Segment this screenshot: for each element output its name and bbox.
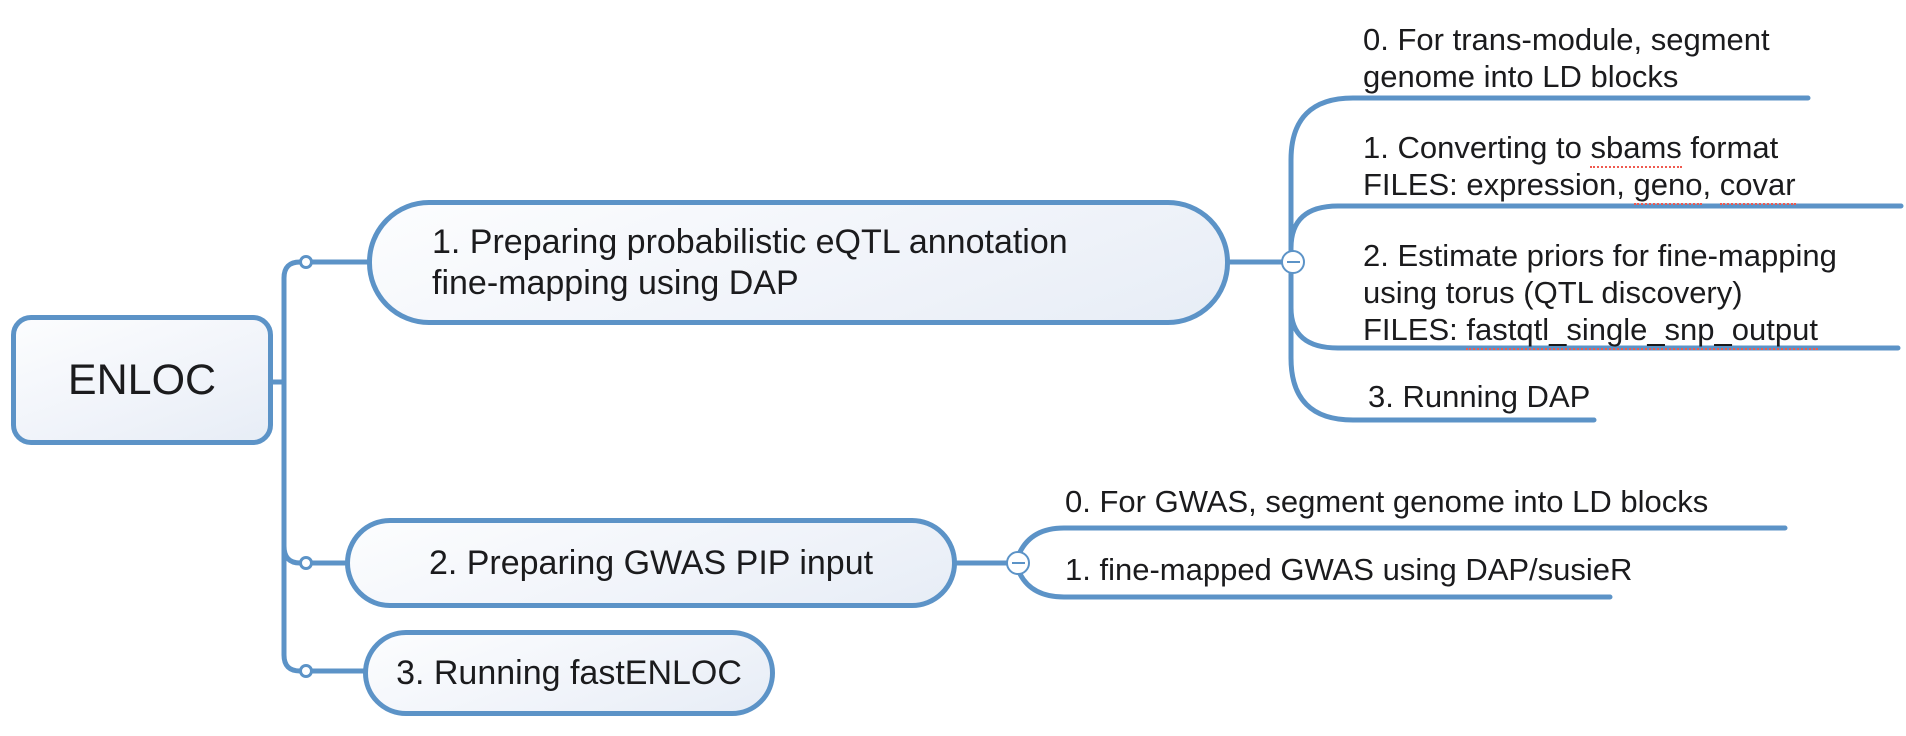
misspelled-text-segment: geno — [1633, 167, 1703, 205]
child-line: 2. Estimate priors for fine-mapping — [1363, 237, 1837, 274]
child-line: 0. For GWAS, segment genome into LD bloc… — [1065, 483, 1708, 520]
branch-node-fastenloc[interactable]: 3. Running fastENLOC — [363, 630, 775, 716]
collapse-button-branch2[interactable] — [1006, 551, 1030, 575]
text-segment: FILES: expression, — [1363, 167, 1634, 202]
child-line: FILES: expression, geno, covar — [1363, 166, 1796, 205]
branch1-child1-underline — [1288, 203, 1904, 253]
text-segment: 1. fine-mapped GWAS using DAP/susieR — [1065, 552, 1633, 587]
misspelled-text-segment: covar — [1719, 167, 1796, 205]
root-node-label: ENLOC — [67, 355, 217, 404]
child-node-fine-mapped-gwas[interactable]: 1. fine-mapped GWAS using DAP/susieR — [1065, 551, 1632, 588]
child-node-converting-sbams[interactable]: 1. Converting to sbams format FILES: exp… — [1363, 129, 1796, 205]
branch2-child0-underline — [1017, 525, 1788, 555]
child-line: 1. Converting to sbams format — [1363, 129, 1796, 168]
child-node-estimate-priors-torus[interactable]: 2. Estimate priors for fine-mapping usin… — [1363, 237, 1837, 350]
text-segment: 0. For GWAS, segment genome into LD bloc… — [1065, 484, 1709, 519]
misspelled-text-segment: sbams — [1590, 130, 1682, 168]
minus-icon — [1011, 562, 1025, 564]
text-segment: genome into LD blocks — [1363, 59, 1679, 94]
branch-label-line: 1. Preparing probabilistic eQTL annotati… — [432, 222, 1068, 261]
branch2-child1-underline — [1017, 571, 1613, 600]
branch1-child3-underline — [1288, 271, 1597, 423]
branch1-child0-underline — [1288, 95, 1811, 253]
branch-node-eqtl-annotation[interactable]: 1. Preparing probabilistic eQTL annotati… — [367, 200, 1230, 325]
root-trunk-up-line — [281, 259, 303, 387]
junction-dot — [299, 255, 313, 269]
child-line: genome into LD blocks — [1363, 58, 1770, 95]
text-segment: format — [1681, 130, 1779, 165]
child-line: 1. fine-mapped GWAS using DAP/susieR — [1065, 551, 1632, 588]
text-segment: 3. Running DAP — [1368, 379, 1591, 414]
branch-label-line: 2. Preparing GWAS PIP input — [428, 543, 874, 582]
child-node-trans-module-ld-blocks[interactable]: 0. For trans-module, segment genome into… — [1363, 21, 1770, 95]
collapse-button-branch1[interactable] — [1281, 250, 1305, 274]
text-segment: , — [1702, 167, 1720, 202]
text-segment: FILES: — [1363, 312, 1467, 347]
junction-dot — [299, 664, 313, 678]
misspelled-text-segment: fastqtl_single_snp_output — [1466, 312, 1818, 350]
root-node-enloc[interactable]: ENLOC — [11, 315, 273, 445]
branch-node-gwas-pip[interactable]: 2. Preparing GWAS PIP input — [345, 518, 957, 608]
text-segment: 2. Estimate priors for fine-mapping — [1363, 238, 1837, 273]
child-line: using torus (QTL discovery) — [1363, 274, 1837, 311]
root-trunk-down-line — [281, 377, 303, 674]
root-trunk-mid-line — [281, 543, 303, 566]
branch-label-line: 3. Running fastENLOC — [396, 653, 742, 692]
text-segment: using torus (QTL discovery) — [1363, 275, 1743, 310]
child-line: 0. For trans-module, segment — [1363, 21, 1770, 58]
child-node-running-dap[interactable]: 3. Running DAP — [1368, 378, 1590, 415]
junction-dot — [299, 556, 313, 570]
text-segment: 1. Converting to — [1363, 130, 1591, 165]
child-line: 3. Running DAP — [1368, 378, 1590, 415]
text-segment: 0. For trans-module, segment — [1363, 22, 1770, 57]
child-line: FILES: fastqtl_single_snp_output — [1363, 311, 1837, 350]
minus-icon — [1286, 261, 1300, 263]
branch-label-line: fine-mapping using DAP — [432, 263, 799, 302]
child-node-gwas-ld-blocks[interactable]: 0. For GWAS, segment genome into LD bloc… — [1065, 483, 1708, 520]
